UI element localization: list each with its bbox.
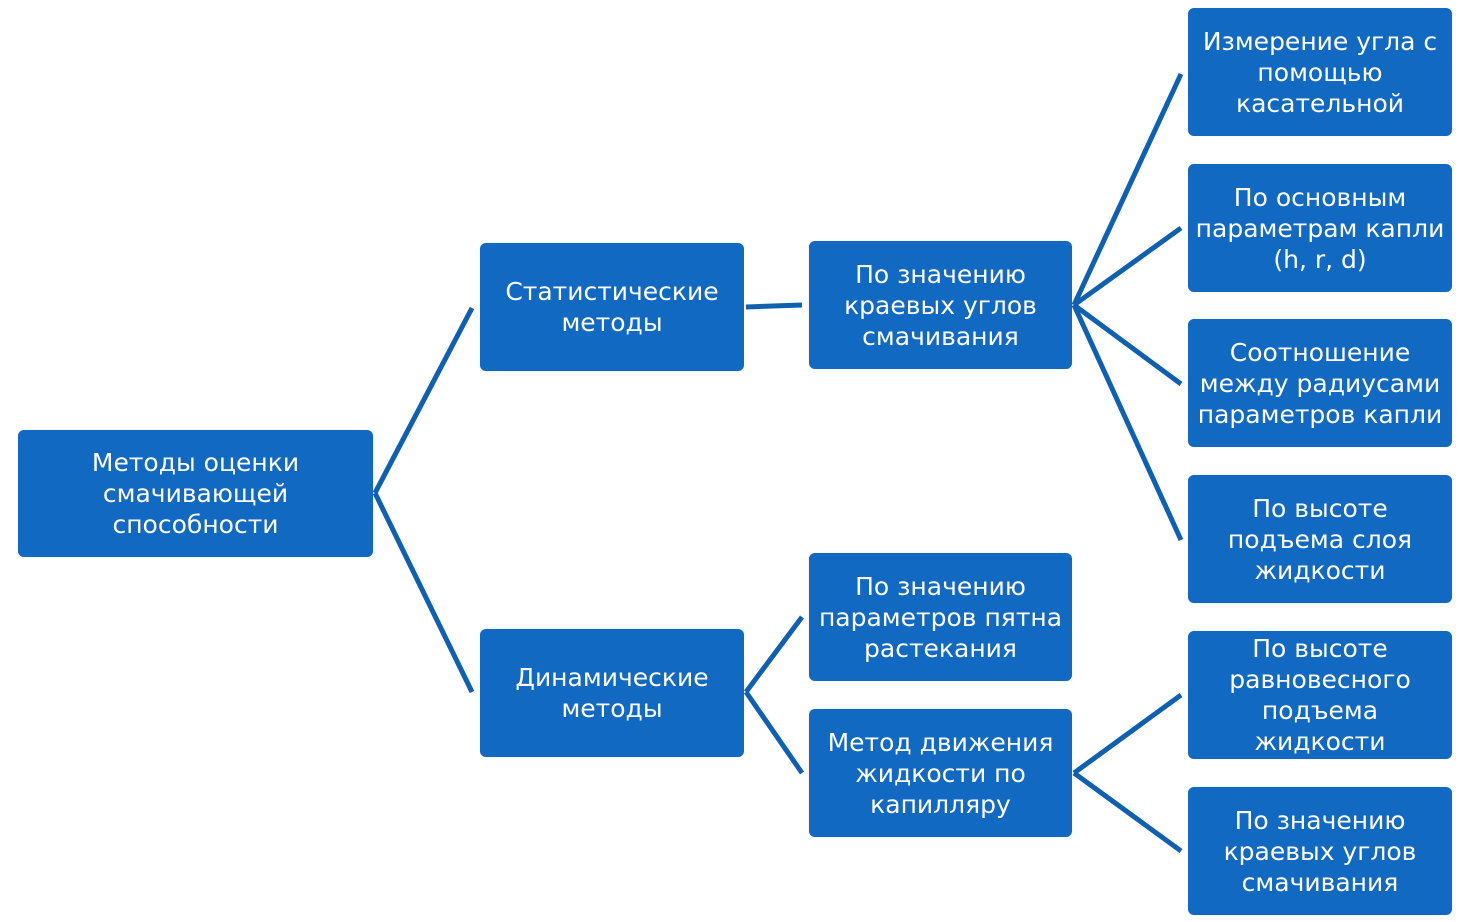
connector-angles-layer-rise [1071, 303, 1184, 542]
root-node: Методы оценки смачивающей способности [18, 430, 373, 557]
connector-dynamic-spot [743, 615, 805, 694]
capillary-contact-angle-node: По значению краевых углов смачивания [1188, 787, 1452, 915]
connector-root-dynamic [372, 491, 475, 694]
capillary-motion-node: Метод движения жидкости по капилляру [809, 709, 1072, 837]
connector-angles-drop-params [1072, 225, 1183, 308]
connector-capillary-contact-angle [1072, 770, 1183, 854]
connector-root-static [372, 306, 475, 495]
connector-angles-radius-ratio [1072, 302, 1183, 387]
tangent-angle-node: Измерение угла с помощью касательной [1188, 8, 1452, 136]
static-methods-node: Статистические методы [480, 243, 744, 371]
spreading-spot-node: По значению параметров пятна растекания [809, 553, 1072, 681]
contact-angle-value-node: По значению краевых углов смачивания [809, 241, 1072, 369]
dynamic-methods-node: Динамические методы [480, 629, 744, 757]
drop-params-node: По основным параметрам капли (h, r, d) [1188, 164, 1452, 292]
connector-angles-tangent [1071, 72, 1184, 307]
connector-dynamic-capillary [743, 690, 805, 775]
radius-ratio-node: Соотношение между радиусами параметров к… [1188, 319, 1452, 447]
connector-static-angles [745, 302, 803, 310]
layer-rise-node: По высоте подъема слоя жидкости [1188, 475, 1452, 603]
connector-capillary-equilibrium [1072, 692, 1183, 776]
equilibrium-rise-node: По высоте равновесного подъема жидкости [1188, 631, 1452, 759]
